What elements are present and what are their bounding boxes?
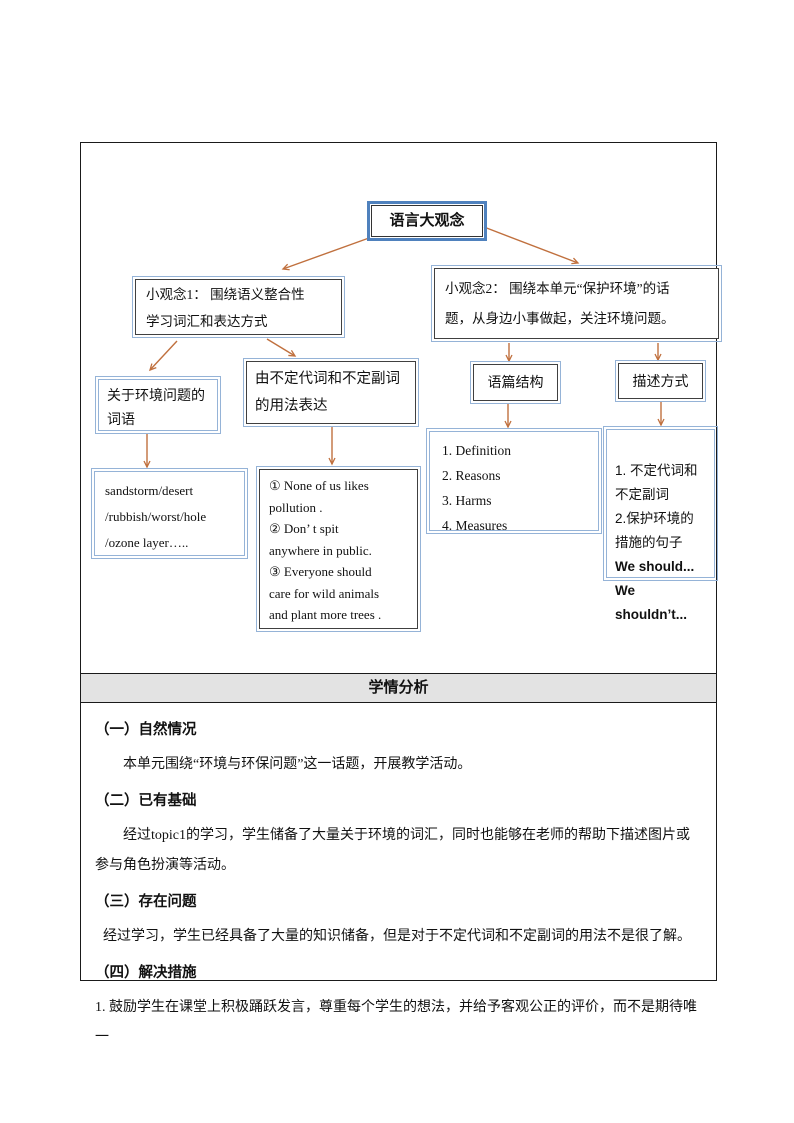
analysis-body-1: 本单元围绕“环境与环保问题”这一话题，开展教学活动。 <box>123 757 472 772</box>
arrow-title-to-concept2 <box>483 226 580 265</box>
analysis-heading-1: （一）自然情况 <box>95 722 197 738</box>
diagram-arrows <box>143 226 665 469</box>
analysis-heading-4: （四）解决措施 <box>95 965 197 981</box>
content-frame: 语言大观念 小观念1： 围绕语义整合性 学习词汇和表达方式 小观念2： 围绕本单… <box>80 142 722 1045</box>
arrow-title-to-concept1 <box>281 237 370 271</box>
section-header-bar: 学情分析 <box>81 673 716 703</box>
description-content-cn: 1. 不定代词和 不定副词 2.保护环境的 措施的句子 <box>615 463 698 550</box>
analysis-body-2: 经过topic1的学习，学生储备了大量关于环境的词汇，同时也能够在老师的帮助下描… <box>95 828 690 873</box>
main-concept-box: 语言大观念 <box>367 201 487 241</box>
structure-list-box: 1. Definition 2. Reasons 3. Harms 4. Mea… <box>426 428 602 534</box>
analysis-heading-2: （二）已有基础 <box>95 793 197 809</box>
description-method-box: 描述方式 <box>615 360 706 402</box>
arrow-concept1-to-grammar <box>266 338 297 357</box>
env-words-box: 关于环境问题的 词语 <box>95 376 221 434</box>
text-structure-box: 语篇结构 <box>470 361 561 404</box>
analysis-section: （一）自然情况 本单元围绕“环境与环保问题”这一话题，开展教学活动。 （二）已有… <box>81 705 716 1045</box>
analysis-heading-3: （三）存在问题 <box>95 894 197 910</box>
sub-concept-2-box: 小观念2： 围绕本单元“保护环境”的话 题，从身边小事做起，关注环境问题。 <box>431 265 722 342</box>
vocab-examples-box: sandstorm/desert /rubbish/worst/hole /oz… <box>91 468 248 559</box>
sentence-examples-box: ① None of us likes pollution . ② Don’ t … <box>256 466 421 632</box>
description-content-box: 1. 不定代词和 不定副词 2.保护环境的 措施的句子 We should...… <box>603 426 718 622</box>
analysis-body-3: 经过学习，学生已经具备了大量的知识储备，但是对于不定代词和不定副词的用法不是很了… <box>103 929 691 944</box>
arrow-concept1-to-words <box>149 340 178 372</box>
section-header-title: 学情分析 <box>368 680 429 696</box>
analysis-body-4: 1. 鼓励学生在课堂上积极踊跃发言，尊重每个学生的想法，并给予客观公正的评价，而… <box>95 1000 697 1045</box>
indefinite-usage-box: 由不定代词和不定副词 的用法表达 <box>243 358 419 427</box>
description-content-en: We should... We shouldn’t... <box>615 559 695 622</box>
concept-diagram: 语言大观念 小观念1： 围绕语义整合性 学习词汇和表达方式 小观念2： 围绕本单… <box>81 143 722 673</box>
sub-concept-1-box: 小观念1： 围绕语义整合性 学习词汇和表达方式 <box>132 276 345 338</box>
